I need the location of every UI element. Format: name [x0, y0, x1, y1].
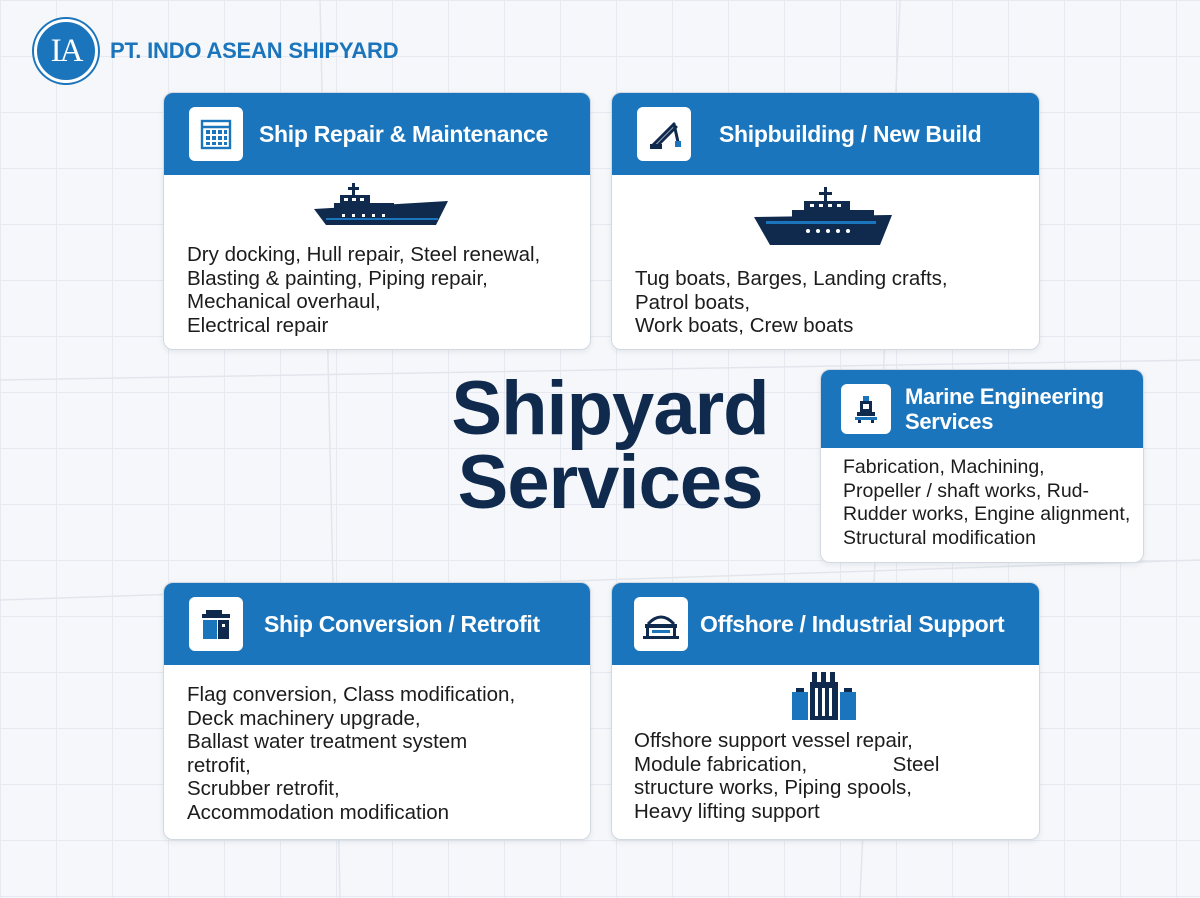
- card-body: Tug boats, Barges, Landing crafts, Patro…: [612, 175, 1039, 349]
- card-shipbuilding[interactable]: Shipbuilding / New Build Tug boats, Barg…: [611, 92, 1040, 350]
- card-title-line1: Marine Engineering: [905, 384, 1104, 409]
- card-offshore[interactable]: Offshore / Industrial Support Offshore s…: [611, 582, 1040, 840]
- page-title-line1: Shipyard: [451, 366, 769, 451]
- company-name: PT. INDO ASEAN SHIPYARD: [110, 38, 399, 63]
- card-description: Tug boats, Barges, Landing crafts, Patro…: [635, 267, 948, 337]
- card-title: Ship Conversion / Retrofit: [264, 610, 540, 637]
- card-body: Dry docking, Hull repair, Steel renewal,…: [164, 175, 590, 349]
- card-ship-repair[interactable]: Ship Repair & Maintenance Dry docking, H…: [163, 92, 591, 350]
- card-ship-conversion[interactable]: Ship Conversion / Retrofit Flag conversi…: [163, 582, 591, 840]
- logo-initials: IA: [50, 32, 84, 69]
- logo-mark: IA: [34, 19, 98, 83]
- page-title-line2: Services: [457, 440, 764, 525]
- engine-icon: [841, 384, 891, 434]
- crane-icon: [637, 107, 691, 161]
- card-header: Offshore / Industrial Support: [612, 583, 1039, 665]
- card-description: Dry docking, Hull repair, Steel renewal,…: [187, 243, 541, 337]
- card-body: Flag conversion, Class modification, Dec…: [164, 665, 590, 839]
- card-title: Offshore / Industrial Support: [700, 610, 1005, 637]
- industrial-plant-icon: [792, 672, 856, 720]
- card-title: Shipbuilding / New Build: [719, 120, 982, 147]
- card-body: Fabrication, Machining, Propeller / shaf…: [821, 448, 1143, 562]
- card-title: Ship Repair & Maintenance: [259, 120, 549, 147]
- structure-icon: [634, 597, 688, 651]
- company-logo[interactable]: IA PT. INDO ASEAN SHIPYARD: [34, 19, 399, 83]
- calendar-grid-icon: [189, 107, 243, 161]
- card-title-line2: Services: [905, 409, 994, 434]
- card-header: Ship Repair & Maintenance: [164, 93, 590, 175]
- block-building-icon: [189, 597, 243, 651]
- ship-icon: [314, 183, 448, 225]
- card-description: Flag conversion, Class modification, Dec…: [187, 683, 516, 824]
- card-header: Shipbuilding / New Build: [612, 93, 1039, 175]
- page-title: Shipyard Services: [418, 366, 802, 525]
- card-body: Offshore support vessel repair, Module f…: [612, 665, 1039, 839]
- card-marine-engineering[interactable]: Marine Engineering Services Fabrication,…: [820, 369, 1144, 563]
- card-header: Marine Engineering Services: [821, 370, 1143, 448]
- card-description: Offshore support vessel repair, Module f…: [634, 729, 940, 823]
- vessel-icon: [754, 187, 892, 245]
- card-header: Ship Conversion / Retrofit: [164, 583, 590, 665]
- card-description: Fabrication, Machining, Propeller / shaf…: [843, 456, 1131, 549]
- card-title: Marine Engineering Services: [905, 384, 1104, 434]
